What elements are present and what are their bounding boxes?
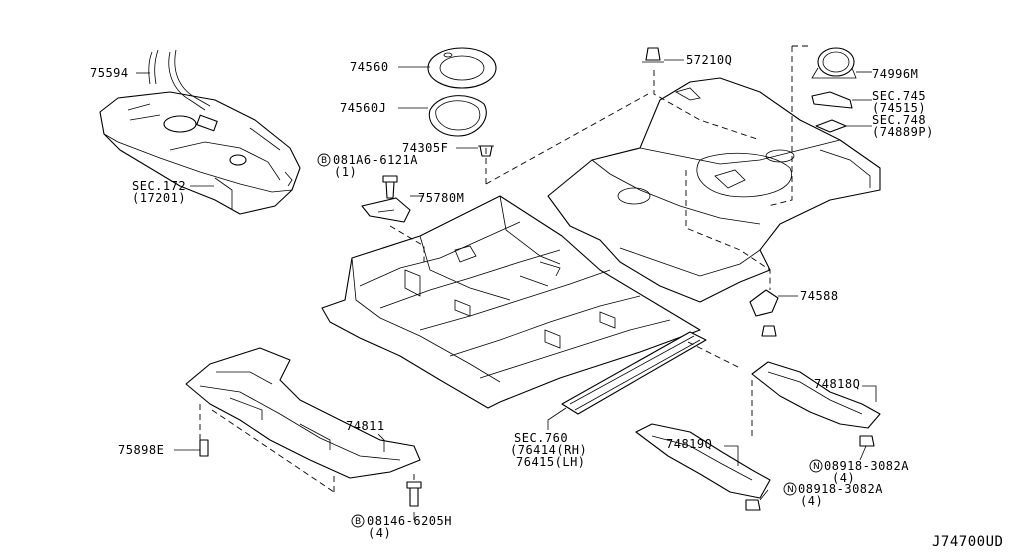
label-17201: (17201) [132,191,186,205]
bolt-b-circle-icon [317,153,331,167]
label-sec172: SEC.172 [132,179,186,193]
label-76414-rh: (76414(RH) [510,443,587,457]
bracket-75780m [361,175,411,223]
label-74996m: 74996M [872,67,918,81]
filler-tube [148,49,211,111]
label-57210q: 57210Q [686,53,732,67]
label-sec748: SEC.748 [872,113,926,127]
label-08918-3082a-2: 08918-3082A [798,482,883,496]
bolt-b-circle-letter-2: B [355,517,361,527]
label-74811: 74811 [346,419,385,433]
label-08146-6205h: 08146-6205H [367,514,452,528]
label-sec760: SEC.760 [514,431,568,445]
nut-n-circle-icon-2 [783,482,797,496]
label-76415-lh: 76415(LH) [516,455,586,469]
bolt-b-circle-letter: B [321,156,327,166]
label-74819q: 74819Q [666,437,712,451]
label-081a6-6121a: 081A6-6121A [333,153,418,167]
label-08146-qty: (4) [368,526,391,540]
diagram-code: J74700UD [932,534,1003,550]
label-74588: 74588 [800,289,839,303]
crossmember-74818q [751,361,881,447]
plug-57210q [642,47,664,63]
gasket-74560j [428,95,487,137]
rear-floor [547,77,881,303]
part-labels: 75594 74560 74560J 74305F 57210Q 74996M … [90,53,1003,550]
label-75780m: 75780M [418,191,464,205]
label-75898e: 75898E [118,443,164,457]
label-74560j: 74560J [340,101,386,115]
fuel-tank [99,91,301,215]
floor-pan [321,195,701,409]
label-74515: (74515) [872,101,926,115]
bracket-sec745 [811,91,853,109]
ring-74996m [811,47,857,79]
label-081a6-qty: (1) [334,165,357,179]
label-74889p: (74889P) [872,125,934,139]
service-cover-74560 [427,47,497,89]
label-74560: 74560 [350,60,389,74]
label-08918-3082a-1: 08918-3082A [824,459,909,473]
label-75594: 75594 [90,66,129,80]
nut-n-circle-letter-2: N [787,485,794,495]
label-74818q: 74818Q [814,377,860,391]
side-sill [561,331,707,415]
nut-n-circle-letter-1: N [813,462,820,472]
label-08918-qty-2: (4) [800,494,823,508]
nut-n-circle-icon-1 [809,459,823,473]
label-08918-qty-1: (4) [832,471,855,485]
under-cover-74811 [185,347,422,507]
crossmember-74819q [635,423,771,511]
bracket-74588 [749,289,779,337]
guide-lines [199,45,808,493]
leader-lines [136,59,877,520]
bolt-b-circle-icon-2 [351,514,365,528]
label-sec745: SEC.745 [872,89,926,103]
label-74305f: 74305F [402,141,448,155]
